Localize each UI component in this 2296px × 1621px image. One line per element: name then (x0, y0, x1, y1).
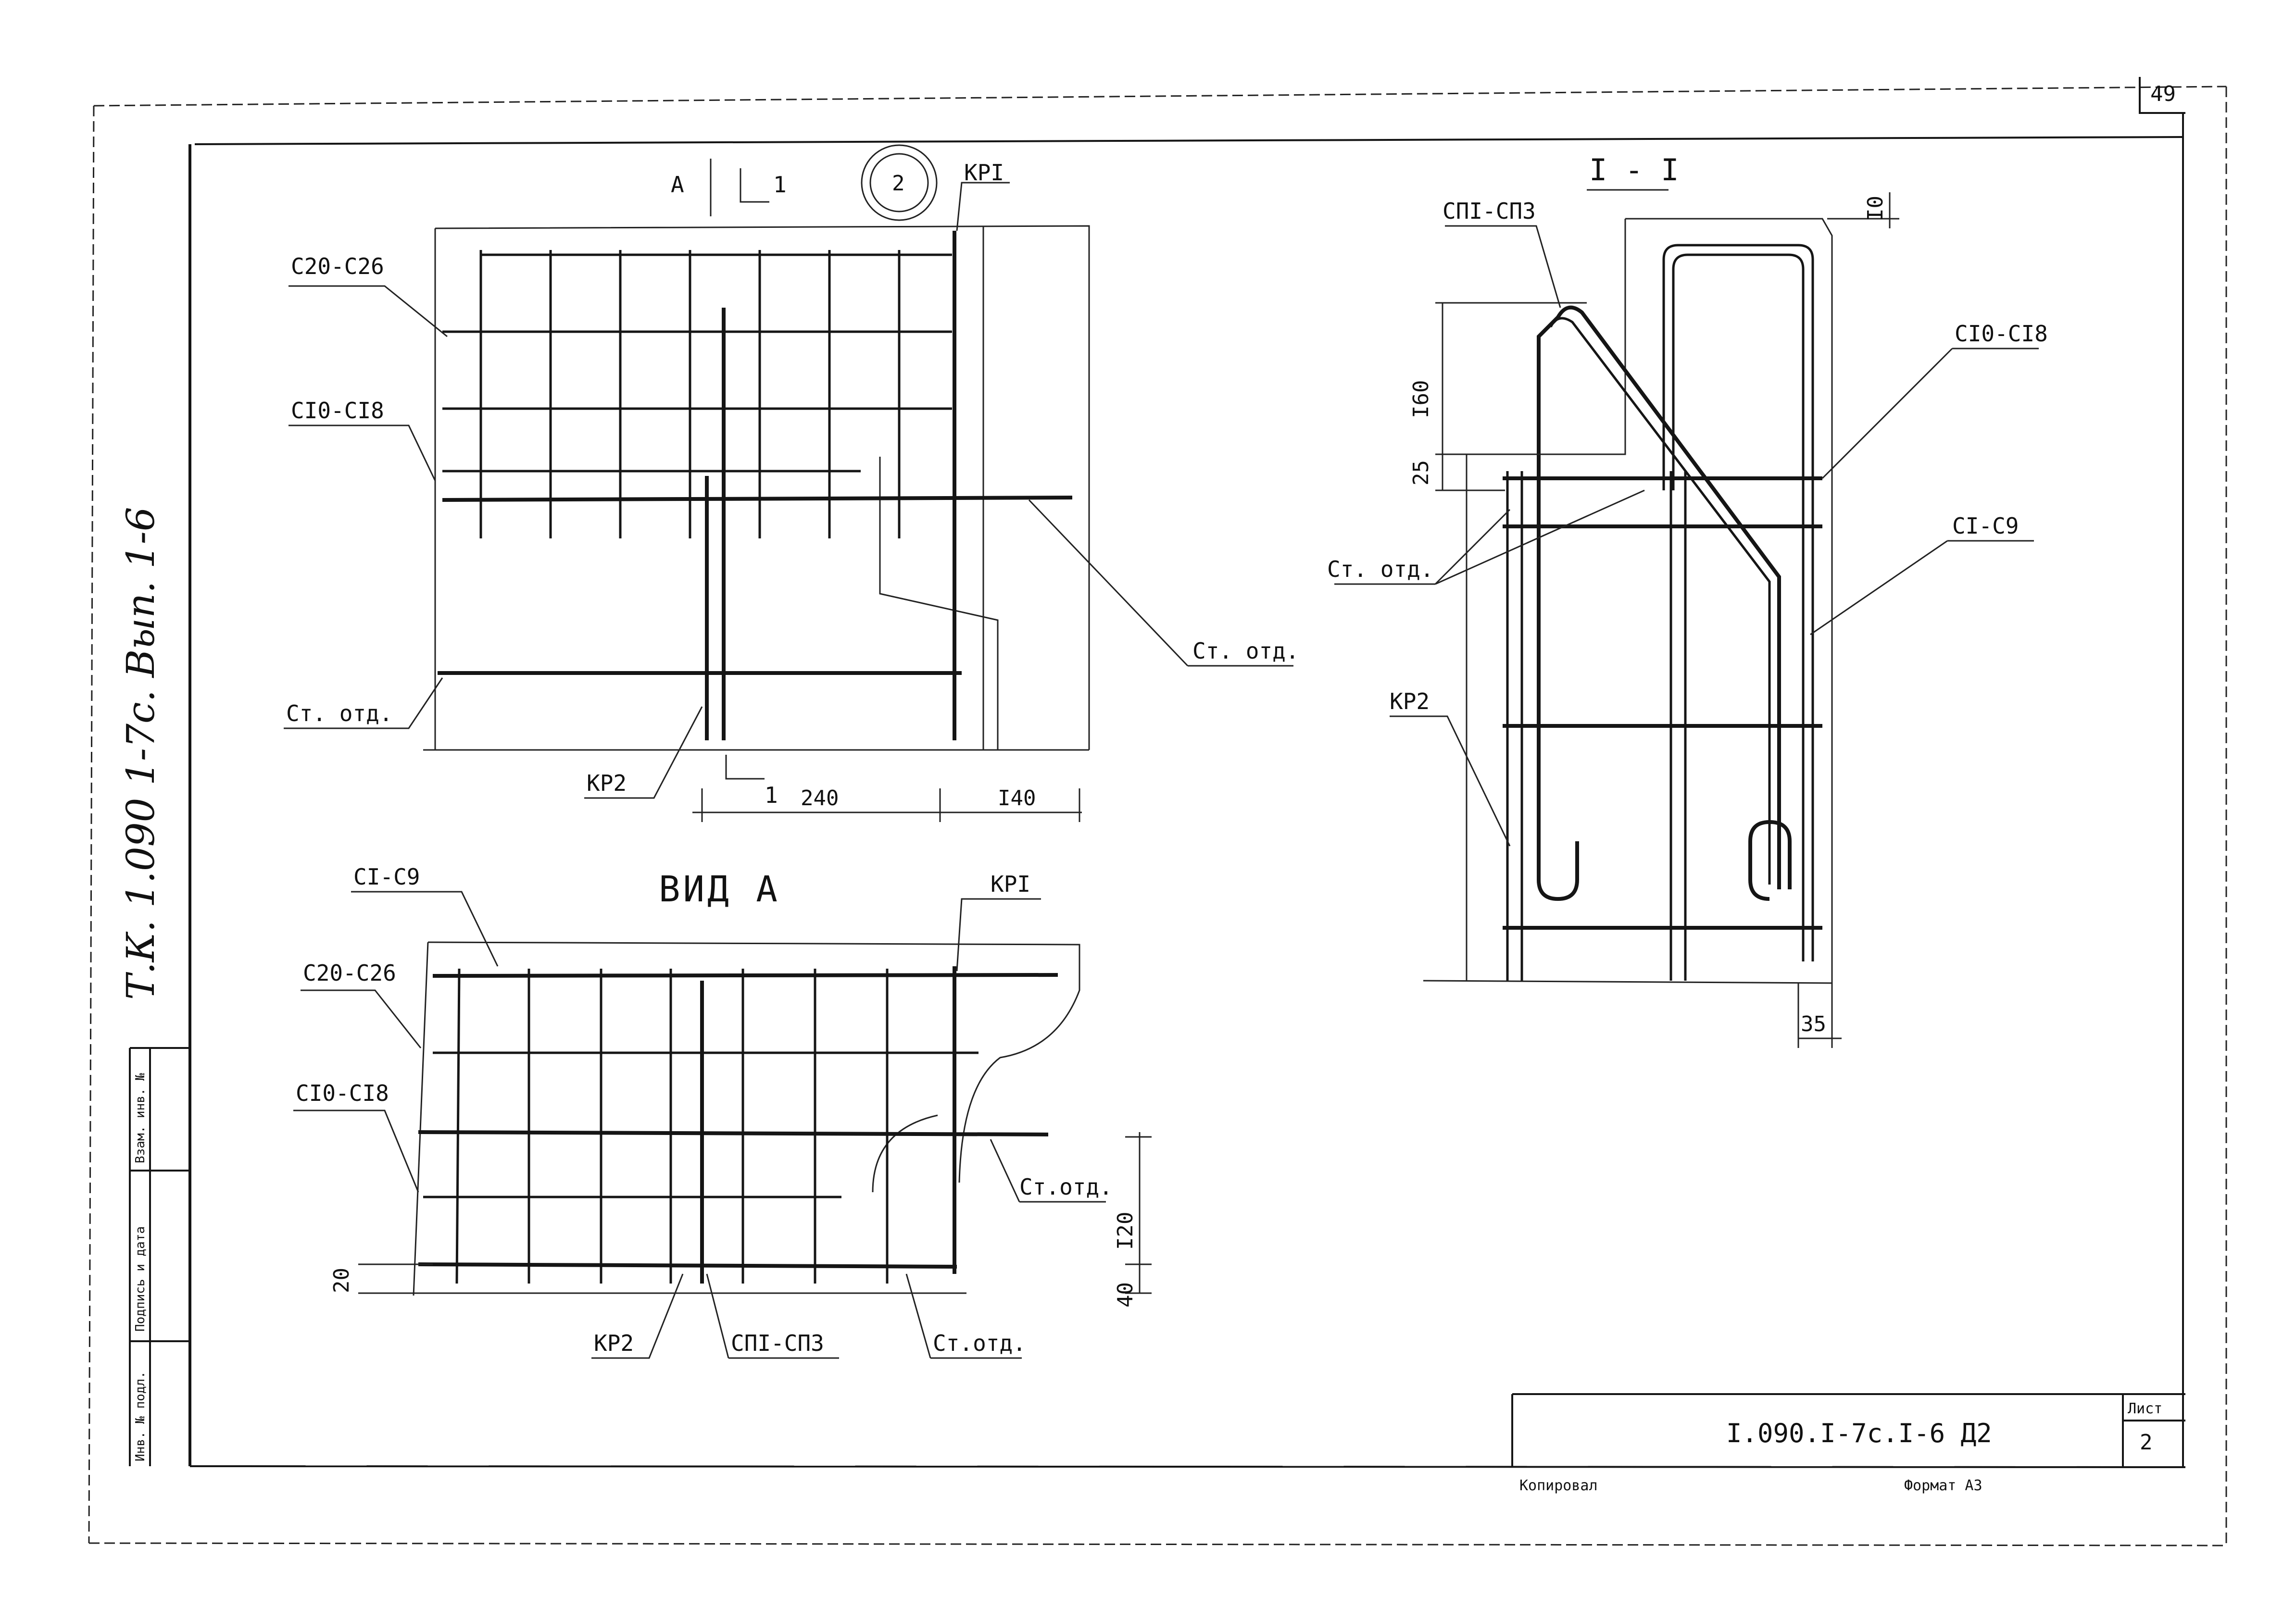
label-st-left: Ст. отд. (286, 700, 393, 726)
outer-frame (88, 86, 2227, 1546)
section-mark-1-bottom: 1 (765, 782, 778, 808)
view-a: ВИД А (293, 864, 1152, 1359)
view-a-title: ВИД А (659, 869, 780, 910)
label-st-right-a: Ст.отд. (1019, 1174, 1113, 1200)
label-st-s: Ст. отд. (1327, 556, 1434, 582)
label-c20-c26-a: С20-С26 (303, 960, 396, 986)
side-inscription: Т.К. 1.090 1-7с. Вып. 1-6 (118, 507, 163, 1000)
title-sheet-number: 2 (2140, 1430, 2153, 1455)
title-block: I.090.I-7c.I-6 Д2 Лист 2 Копировал Форма… (1511, 1393, 2185, 1494)
dim-10: I0 (1863, 196, 1888, 221)
label-kp2-a: КР2 (594, 1330, 634, 1356)
label-c1-c9: СI-С9 (353, 864, 420, 890)
label-st-right: Ст. отд. (1192, 638, 1299, 664)
dim-140: I40 (998, 786, 1036, 810)
stamp-cell-orig: Инв. № подл. (133, 1371, 148, 1461)
footer-left: Копировал (1519, 1477, 1598, 1494)
stamp-column: Взам. инв. № Подпись и дата Инв. № подл.… (118, 507, 190, 1466)
view-front: 2 А 1 1 КРI С20-С26 СI0-СI8 Ст. отд. Ст.… (284, 144, 1299, 822)
label-c10-c18-a: СI0-СI8 (296, 1080, 389, 1106)
label-c10-c18: СI0-СI8 (291, 398, 384, 424)
label-sp1-sp3: СПI-СПЗ (1443, 198, 1536, 224)
label-sp1-sp3-a: СПI-СПЗ (731, 1330, 824, 1356)
label-kp1: КРI (964, 160, 1004, 186)
title-sheet-label: Лист (2128, 1400, 2162, 1417)
label-c1-c9-s: СI-С9 (1952, 513, 2019, 539)
stamp-cell-inv: Взам. инв. № (133, 1073, 148, 1163)
sheet-number-top: 49 (2150, 82, 2176, 106)
dim-160: I60 (1409, 380, 1433, 418)
label-kp2-s: КР2 (1390, 688, 1430, 714)
title-designation: I.090.I-7c.I-6 Д2 (1726, 1418, 1992, 1448)
dim-240: 240 (801, 786, 839, 810)
dim-40: 40 (1113, 1282, 1138, 1308)
label-kp2: КР2 (587, 770, 627, 796)
label-c20-c26: С20-С26 (291, 253, 384, 279)
label-kp1-a: КРI (991, 871, 1030, 897)
label-c10-c18-s: СI0-СI8 (1955, 321, 2048, 347)
sheet-number-box: 49 (2139, 77, 2185, 114)
dim-35: 35 (1801, 1012, 1826, 1036)
footer-right: Формат А3 (1904, 1477, 1982, 1494)
section-mark-a: А (671, 172, 684, 198)
section-mark-1: 1 (773, 172, 787, 198)
stamp-cell-sign: Подпись и дата (133, 1226, 148, 1332)
dim-120: I20 (1113, 1212, 1138, 1250)
dim-25: 25 (1409, 460, 1433, 486)
dim-20: 20 (329, 1268, 354, 1293)
circle-number: 2 (892, 171, 905, 196)
inner-frame (188, 113, 2186, 1468)
label-st-bottom-a: Ст.отд. (933, 1330, 1026, 1356)
section-title: I - I (1589, 152, 1679, 187)
section-1-1: I - I (1327, 152, 2048, 1048)
